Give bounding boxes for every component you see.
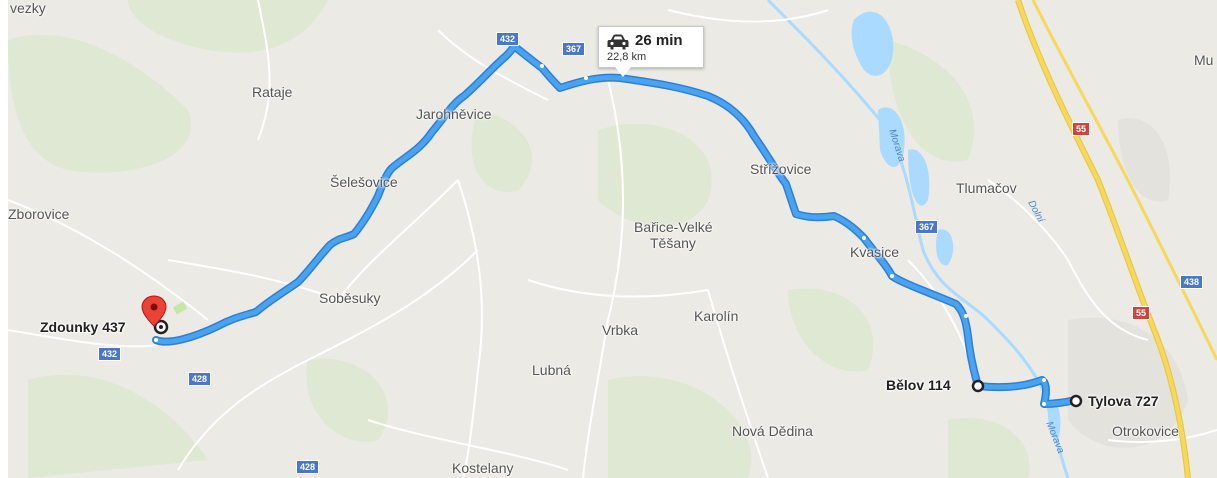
road-shield-432: 432 (496, 32, 520, 46)
park-marker (172, 301, 188, 315)
town-label-tesany: Těšany (650, 235, 696, 251)
route-line-inner (153, 43, 1079, 407)
town-label-kostelany: Kostelany (452, 460, 514, 476)
town-label-barice-velke: Bařice-Velké (634, 219, 713, 235)
waypoint-via-marker[interactable] (971, 379, 985, 393)
town-label-tlumacov: Tlumačov (956, 180, 1017, 196)
town-label-strizovice: Střížovice (750, 161, 812, 177)
minor-roads (8, 0, 1217, 478)
waypoint-start-label[interactable]: Zdounky 437 (40, 319, 126, 335)
town-label-lubna: Lubná (532, 362, 571, 378)
town-label-vrbka: Vrbka (602, 322, 639, 338)
town-label-karolin: Karolín (694, 308, 739, 324)
town-label-selesovice: Šelešovice (330, 174, 398, 190)
road-shield-367: 367 (562, 42, 586, 56)
callout-tail (615, 67, 631, 77)
waypoint-end-label[interactable]: Tylova 727 (1088, 393, 1159, 409)
map-base-layer (8, 0, 1217, 478)
road-shield-432-west: 432 (98, 347, 122, 361)
town-label-mu: Mu (1194, 52, 1214, 68)
town-label-rataje: Rataje (252, 84, 293, 100)
map-pin-icon[interactable] (141, 295, 167, 327)
motorway-d55 (1015, 0, 1217, 478)
town-label-vezky: vezky (10, 0, 46, 16)
road-shield-428-south: 428 (296, 460, 320, 474)
road-shield-438: 438 (1180, 275, 1204, 289)
town-label-zborovice: Zborovice (8, 206, 70, 222)
waypoint-start-marker[interactable] (153, 319, 169, 335)
town-label-kvasice: Kvasice (850, 244, 900, 260)
town-label-sobesuky: Soběsuky (319, 290, 381, 306)
route-vertices (154, 64, 1046, 406)
waypoint-end-marker[interactable] (1069, 394, 1083, 408)
route-duration: 26 min (635, 32, 683, 49)
town-label-otrokovice: Otrokovice (1112, 423, 1179, 439)
map-canvas[interactable]: vezky Rataje Jarohněvice Šelešovice Zbor… (8, 0, 1217, 478)
road-shield-55: 55 (1072, 122, 1091, 136)
water-areas (851, 11, 1061, 441)
road-shield-428: 428 (188, 372, 212, 386)
urban-areas (1068, 118, 1188, 448)
route-info-callout[interactable]: 26 min 22,8 km (598, 26, 704, 77)
route-distance: 22,8 km (607, 51, 647, 63)
car-icon (607, 34, 629, 50)
town-label-jarohnevice: Jarohněvice (416, 106, 492, 122)
town-label-nova-dedina: Nová Dědina (732, 423, 813, 439)
road-shield-367-east: 367 (915, 220, 939, 234)
road-shield-55-south: 55 (1132, 306, 1151, 320)
waypoint-via-label[interactable]: Bělov 114 (886, 377, 951, 393)
